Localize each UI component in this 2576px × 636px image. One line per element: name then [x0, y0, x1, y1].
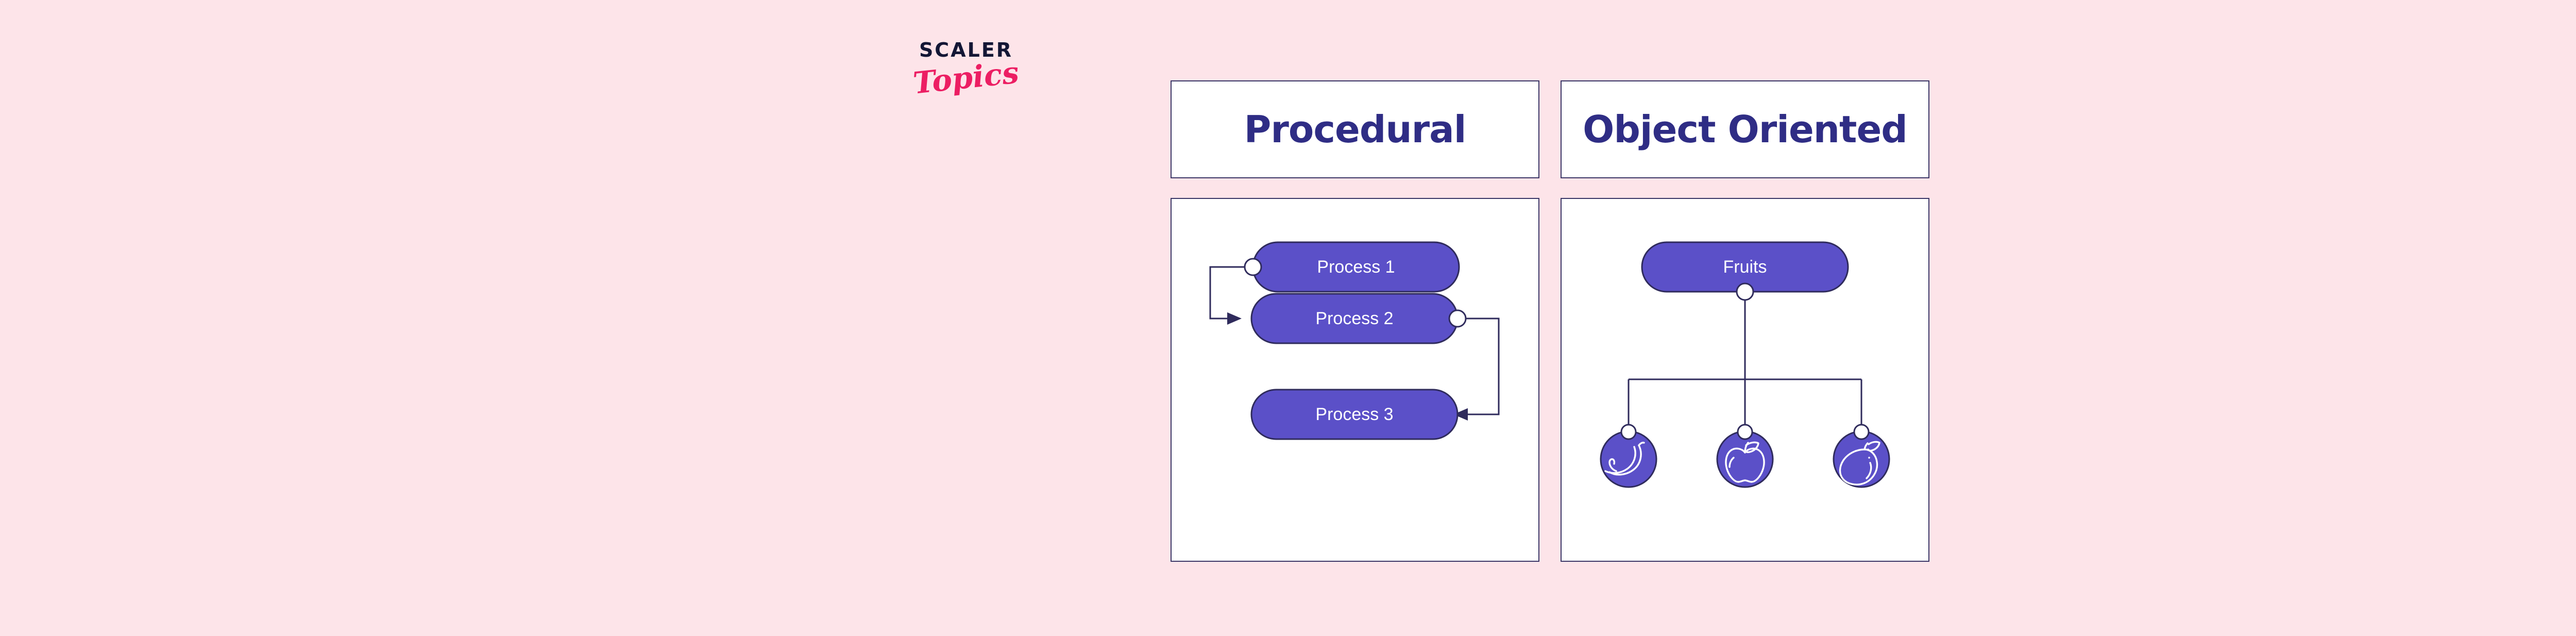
connector-dot [1244, 258, 1262, 276]
banana-icon [1604, 442, 1645, 476]
connector-dot [1737, 424, 1753, 440]
logo-script: Topics [911, 55, 1021, 101]
node-process-3[interactable]: Process 3 [1250, 389, 1459, 440]
node-fruits-label: Fruits [1723, 257, 1767, 277]
node-process-2-label: Process 2 [1315, 309, 1393, 328]
node-apple[interactable] [1716, 424, 1774, 488]
apple-icon [1725, 441, 1765, 483]
connector-dot [1448, 309, 1467, 328]
arrowhead-right-icon [1227, 312, 1242, 325]
object-oriented-tree-diagram: Fruits [1600, 241, 1890, 488]
connector-dot [1853, 424, 1870, 440]
logo-wordmark: SCALER [919, 39, 1013, 61]
node-process-3-label: Process 3 [1315, 405, 1393, 424]
arrowhead-left-icon [1453, 408, 1468, 421]
connector-dot [1736, 282, 1754, 301]
node-banana[interactable] [1600, 424, 1657, 488]
panel-procedural-body: Process 1 Process 2 Process 3 [1171, 198, 1539, 562]
panel-object-oriented-body: Fruits [1561, 198, 1929, 562]
node-fruits[interactable]: Fruits [1641, 241, 1849, 301]
connector-dot [1620, 424, 1637, 440]
mango-icon [1839, 441, 1880, 486]
edge-process2-to-process3 [1453, 317, 1500, 421]
procedural-flow-diagram: Process 1 Process 2 Process 3 [1209, 241, 1500, 440]
node-process-1[interactable]: Process 1 [1244, 241, 1460, 293]
panel-procedural-title: Procedural [1244, 108, 1467, 151]
node-process-2[interactable]: Process 2 [1250, 293, 1467, 344]
panel-object-oriented-title: Object Oriented [1583, 108, 1908, 151]
scaler-topics-logo: SCALER Topics [899, 40, 1033, 118]
panel-object-oriented: Object Oriented Fruits [1561, 80, 1929, 562]
node-mango[interactable] [1833, 424, 1890, 488]
panel-object-oriented-header: Object Oriented [1561, 80, 1929, 178]
panel-procedural: Procedural Process 1 Process [1171, 80, 1539, 562]
panel-procedural-header: Procedural [1171, 80, 1539, 178]
tree-edges [1628, 292, 1862, 432]
node-process-1-label: Process 1 [1317, 257, 1395, 277]
edge-process1-to-process2 [1209, 266, 1253, 325]
